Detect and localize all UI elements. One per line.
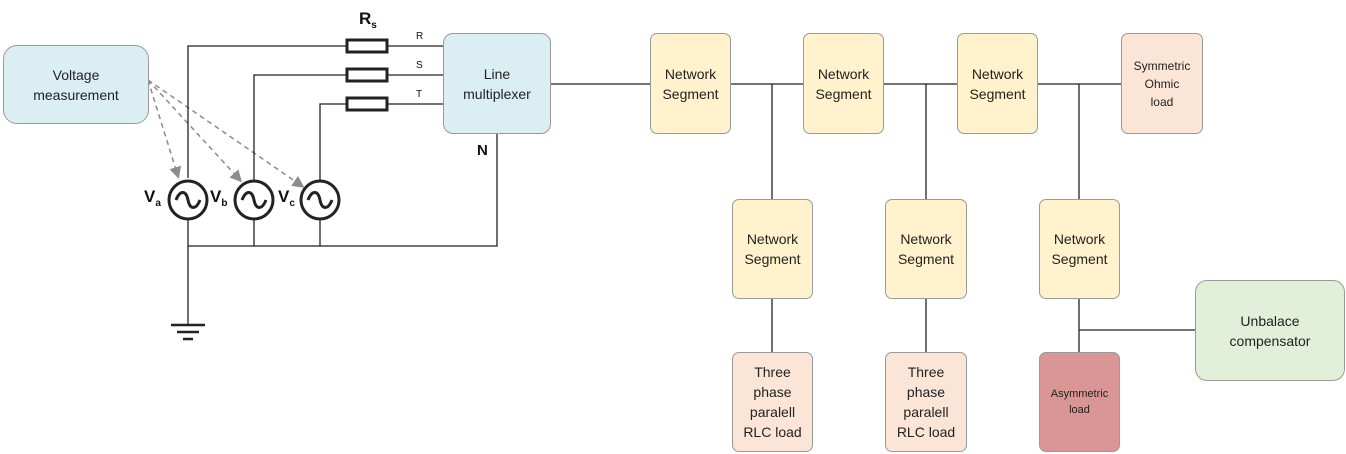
network-segment-3: Network Segment: [957, 33, 1038, 134]
wire-phase-b: [253, 74, 347, 180]
resistor-label: Rs: [359, 9, 377, 31]
ac-source-a-icon: [167, 179, 209, 221]
ground-icon: [171, 323, 205, 341]
ac-source-c-icon: [299, 179, 341, 221]
measure-arrow-c: [147, 79, 305, 188]
line-multiplexer-box: Line multiplexer: [443, 33, 551, 134]
network-segment-1: Network Segment: [650, 33, 731, 134]
wire-phase-a: [187, 45, 347, 178]
network-segment-6: Network Segment: [1039, 199, 1120, 299]
phase-label-t: T: [416, 89, 423, 100]
rlc-load-box-1: Three phase paralell RLC load: [732, 352, 813, 452]
asymmetric-load-box: Asymmetric load: [1039, 352, 1120, 452]
network-segment-4: Network Segment: [732, 199, 813, 299]
resistor-s: [345, 67, 389, 83]
source-label-c: Vc: [278, 187, 295, 209]
ac-sources: [167, 179, 341, 221]
wires: [187, 45, 1195, 352]
dashed-measurement-arrows: [147, 79, 305, 188]
source-label-b: Vb: [210, 187, 228, 209]
measure-arrow-a: [147, 79, 182, 179]
resistors: [345, 38, 389, 112]
rlc-load-box-2: Three phase paralell RLC load: [885, 352, 967, 452]
phase-label-s: S: [416, 60, 423, 71]
network-segment-5: Network Segment: [885, 199, 967, 299]
resistor-r: [345, 38, 389, 54]
ac-source-b-icon: [233, 179, 275, 221]
wire-neutral: [188, 134, 498, 247]
source-label-a: Va: [144, 187, 161, 209]
neutral-label: N: [477, 142, 488, 159]
unbalance-compensator-box: Unbalace compensator: [1195, 280, 1345, 381]
resistor-t: [345, 96, 389, 112]
symmetric-ohmic-load-box: Symmetric Ohmic load: [1121, 33, 1203, 134]
network-segment-2: Network Segment: [803, 33, 884, 134]
phase-label-r: R: [416, 31, 424, 42]
wire-phase-c: [319, 103, 347, 180]
voltage-measurement-box: Voltage measurement: [3, 45, 149, 124]
measure-arrow-b: [147, 79, 243, 183]
